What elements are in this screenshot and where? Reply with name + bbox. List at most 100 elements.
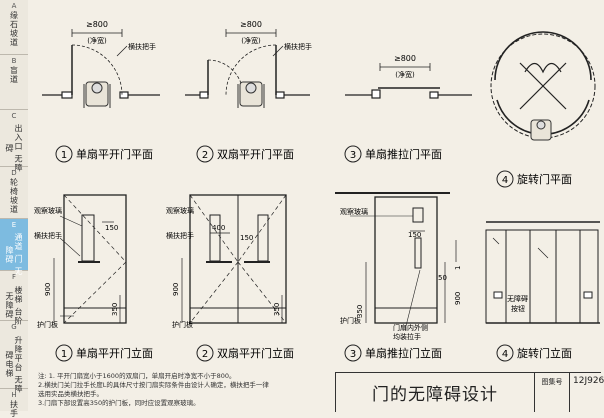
sidebar-tab-label: 盲道	[9, 66, 19, 84]
figure-caption: 旋转门平面	[517, 172, 572, 186]
sidebar-tab-label: 升降平台 无障碍电梯	[5, 335, 23, 394]
figure-number: 2	[202, 349, 208, 360]
net-width-label: (净宽)	[241, 36, 261, 45]
net-width-label: (净宽)	[395, 70, 415, 79]
figure-caption: 双扇平开门平面	[217, 147, 294, 161]
elevation-double-swing	[181, 194, 287, 324]
glass-label: 观察玻璃	[166, 206, 194, 215]
sidebar-tab-b[interactable]: B 盲道	[0, 55, 28, 110]
leader-line	[116, 45, 128, 57]
net-width-label: (净宽)	[87, 36, 107, 45]
kick-plate-label: 护门板	[172, 320, 193, 329]
kick-plate	[63, 307, 127, 324]
sidebar-tab-f[interactable]: F 楼梯 台阶 无障碍	[0, 271, 28, 325]
notes-block: 注: 1. 平开门扇宽小于1600的双扇门，单扇开启时净宽不小于800。 2.横…	[38, 372, 328, 408]
sidebar-tab-letter: H	[11, 391, 17, 399]
figure-number: 2	[202, 150, 208, 161]
sidebar-tab-letter: C	[11, 112, 17, 120]
dim-label: 900	[44, 283, 52, 296]
pull-label: 均装拉手	[393, 332, 421, 341]
note-line: 2.横扶门关门拉手长度L的具体尺寸按门扇实际条件由设计人确定，横扶把手一律	[38, 381, 269, 389]
sidebar-tab-label: 楼梯 台阶 无障碍	[5, 285, 23, 326]
dim-label: ≥800	[240, 20, 262, 29]
dim-label: 900	[454, 292, 462, 305]
sidebar-tab-h[interactable]: H 扶手	[0, 389, 28, 418]
dim-label: 1	[454, 266, 462, 270]
wheelchair-icon	[530, 119, 552, 141]
atlas-number: 12J926	[573, 376, 604, 386]
figure-number: 4	[502, 175, 508, 186]
sidebar-tab-letter: E	[11, 221, 17, 229]
sidebar-tab-label: 出入口 无障碍	[5, 123, 23, 173]
sidebar-tab-letter: G	[11, 323, 17, 331]
figure-number: 1	[61, 349, 67, 360]
button-label: 无障碍	[507, 294, 528, 303]
figure-caption: 单扇平开门立面	[76, 346, 153, 360]
figure-caption: 双扇平开门立面	[217, 346, 294, 360]
door-jamb	[61, 91, 73, 99]
glass-label: 观察玻璃	[34, 206, 62, 215]
sidebar-tab-a[interactable]: A 缘石坡道	[0, 0, 28, 55]
elevation-revolving	[485, 221, 600, 324]
dim-label: 350	[111, 303, 119, 316]
title-block: 门的无障碍设计 图集号 12J926	[335, 372, 604, 412]
dim-label: 150	[240, 234, 253, 242]
dim-label: 350	[356, 305, 364, 318]
figure-number: 3	[350, 349, 356, 360]
elevation-single-swing	[53, 194, 127, 324]
note-line: 注: 1. 平开门扇宽小于1600的双扇门，单扇开启时净宽不小于800。	[38, 372, 236, 380]
figure-number: 4	[502, 349, 508, 360]
door-diagrams: ≥800 (净宽) 横扶把手 1 单扇平开门平面 ≥800 (净宽) 横	[34, 20, 600, 362]
handle-label: 横扶把手	[166, 231, 194, 240]
pull-label: 门扇内外侧	[393, 323, 428, 332]
observation-glass	[81, 214, 95, 262]
sidebar-tab-c[interactable]: C 出入口 无障碍	[0, 110, 28, 172]
sidebar-tab-label: 通道 门 无障碍	[5, 232, 23, 277]
plan-sliding	[345, 63, 472, 99]
sidebar-tab-letter: D	[11, 169, 17, 177]
figure-caption: 单扇推拉门平面	[365, 147, 442, 161]
sidebar-tab-label: 缘石坡道	[9, 11, 19, 47]
figure-number: 3	[350, 150, 356, 161]
sidebar-tab-letter: B	[11, 57, 17, 65]
sidebar-tab-e[interactable]: E 通道 门 无障碍	[0, 219, 28, 276]
plan-double-swing	[185, 29, 310, 99]
figure-caption: 单扇推拉门立面	[365, 346, 442, 360]
dim-label: 400	[212, 224, 225, 232]
dim-label: 150	[408, 231, 421, 239]
atlas-number-label: 图集号	[535, 373, 570, 412]
plan-single-swing	[42, 29, 160, 99]
sidebar-tab-letter: A	[11, 2, 17, 10]
figure-number-circle	[55, 145, 73, 163]
handle-label: 横扶把手	[284, 42, 312, 51]
handle-label: 横扶把手	[128, 42, 156, 51]
sidebar-tab-d[interactable]: D 轮椅坡道	[0, 167, 28, 219]
dim-label: ≥800	[86, 20, 108, 29]
note-line: 选用实品类横扶把手。	[38, 390, 103, 398]
door-jamb	[119, 91, 129, 99]
elevation-sliding	[335, 192, 457, 331]
sheet-title: 门的无障碍设计	[336, 373, 535, 412]
handle-label: 横扶把手	[34, 231, 62, 240]
sidebar-tab-letter: F	[11, 273, 17, 281]
dim-label: 900	[172, 283, 180, 296]
dim-label: 350	[273, 303, 281, 316]
wheelchair-icon	[83, 81, 111, 108]
dim-label: 50	[438, 274, 447, 282]
button-label: 按钮	[511, 304, 525, 313]
sidebar-tab-label: 轮椅坡道	[9, 178, 19, 214]
glass-label: 观察玻璃	[340, 207, 368, 216]
dim-label: 150	[105, 224, 118, 232]
figure-caption: 单扇平开门平面	[76, 147, 153, 161]
figure-number: 1	[61, 150, 67, 161]
chapter-sidebar: A 缘石坡道 B 盲道 C 出入口 无障碍 D 轮椅坡道 E 通道 门 无障碍 …	[0, 0, 28, 418]
sidebar-tab-g[interactable]: G 升降平台 无障碍电梯	[0, 321, 28, 393]
sidebar-tab-label: 扶手	[9, 400, 19, 418]
dim-label: ≥800	[394, 54, 416, 63]
note-line: 3.门扇下部设置高350的护门板，同时应设置观察玻璃。	[38, 399, 200, 407]
wheelchair-icon	[237, 81, 265, 108]
kick-plate-label: 护门板	[37, 320, 58, 329]
figure-caption: 旋转门立面	[517, 346, 572, 360]
kick-plate-label: 护门板	[340, 316, 361, 325]
